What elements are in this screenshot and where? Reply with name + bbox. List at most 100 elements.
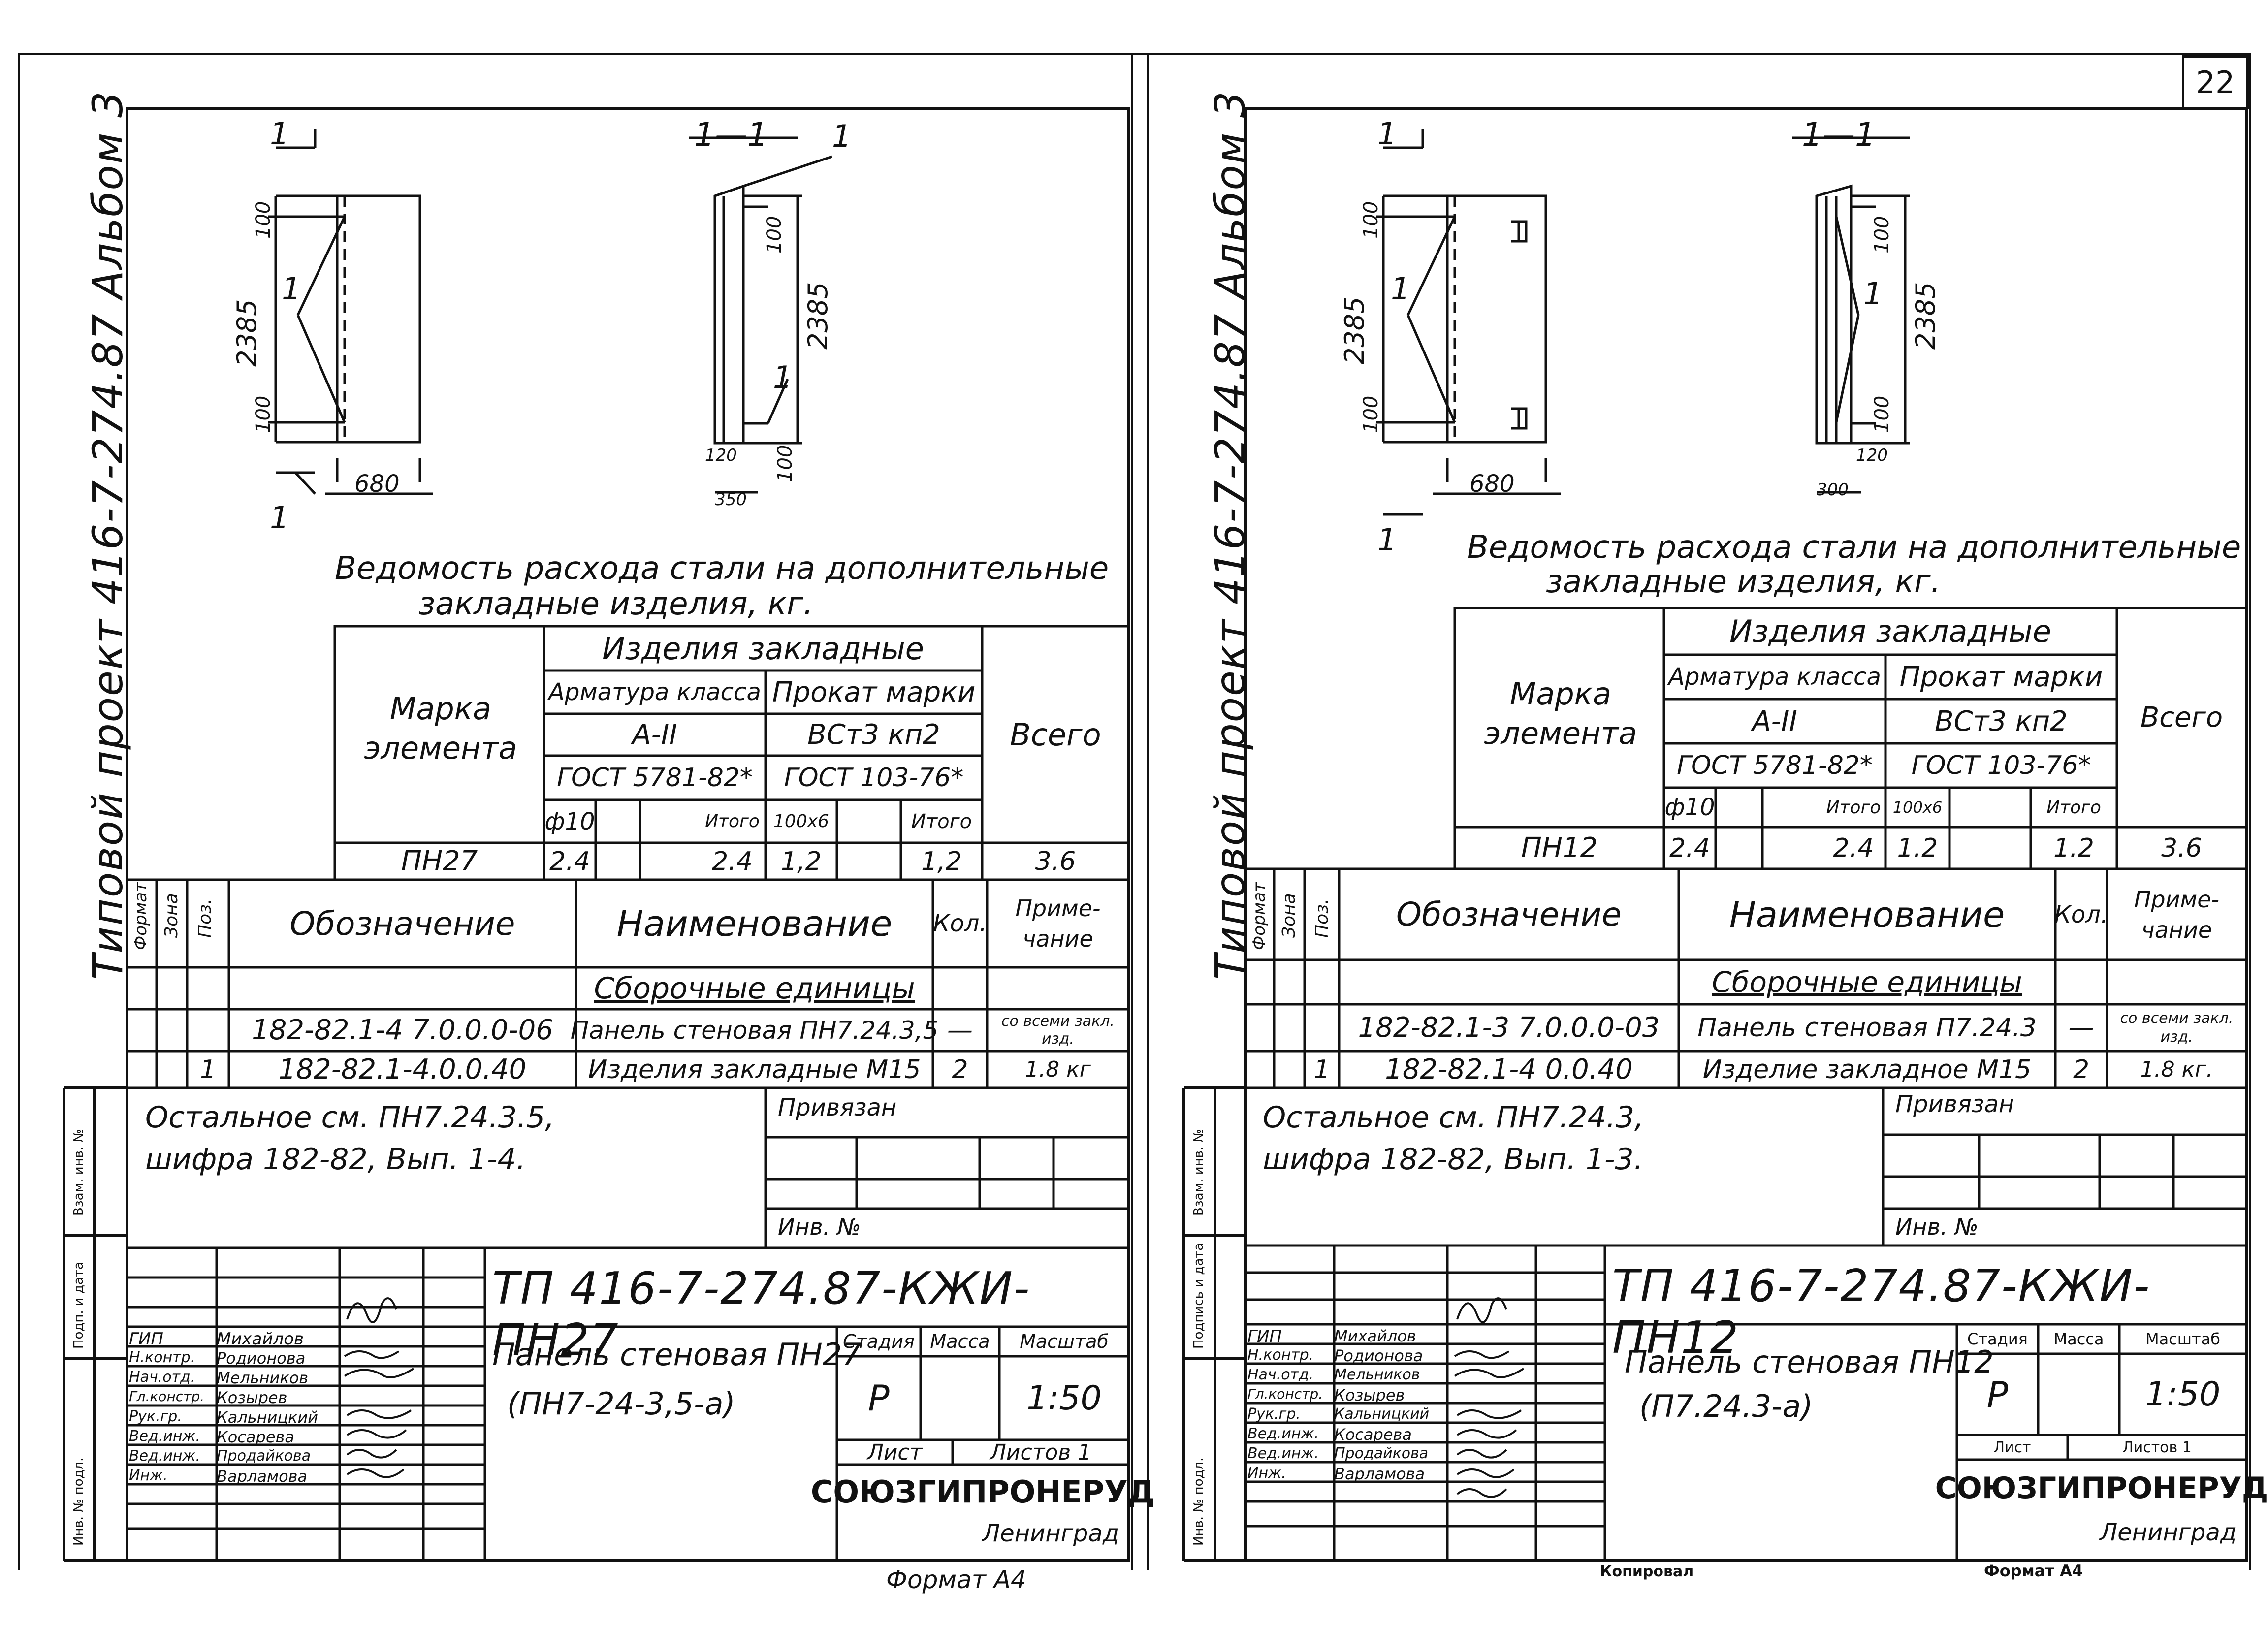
role-name: Продайкова xyxy=(1334,1445,1429,1462)
spec-section-title: Сборочные единицы xyxy=(1712,965,2022,999)
remark-line-1: Остальное см. ПН7.24.3, xyxy=(1263,1100,1644,1135)
steel-group-header: Изделия закладные xyxy=(1729,613,2051,649)
sheet-left: Типовой проект 416-7-274.87 Альбом 3 xyxy=(63,91,1155,1594)
spec-row-1-qty: — xyxy=(2068,1013,2094,1043)
role-name: Варламова xyxy=(217,1467,308,1486)
title-block-stage-header: Стадия xyxy=(1967,1330,2028,1348)
steel-rebar-class: A-II xyxy=(632,719,677,751)
spec-h-designation: Обозначение xyxy=(1396,895,1622,933)
section-dim-small: 120 xyxy=(1856,446,1888,465)
steel-mark-header: Марка элемента xyxy=(1484,676,1637,751)
section-mark-top: 1 xyxy=(832,118,852,154)
steel-mark-header: Марка элемента xyxy=(364,691,517,766)
steel-sub-d10: ф10 xyxy=(1664,794,1715,821)
steel-row-d10: 2.4 xyxy=(549,846,590,876)
remark-line-2: шифра 182-82, Вып. 1-3. xyxy=(1263,1142,1643,1177)
steel-row-mark: ПН12 xyxy=(1521,832,1598,864)
steel-rolled-gost: ГОСТ 103-76* xyxy=(1911,751,2091,780)
steel-rolled-grade: ВСт3 кп2 xyxy=(807,719,940,751)
title-block-name-2: (ПН7-24-3,5-а) xyxy=(507,1386,735,1422)
role-row: Рук.гр.Кальницкий xyxy=(1247,1405,1602,1425)
page-top-edge xyxy=(18,53,2251,55)
role-name: Косарева xyxy=(217,1428,294,1446)
steel-rolled-grade: ВСт3 кп2 xyxy=(1935,705,2068,737)
steel-row-d10: 2.4 xyxy=(1669,833,1710,863)
title-block-sheets-header: Листов 1 xyxy=(990,1439,1092,1465)
sheet-right: Типовой проект 416-7-274.87 Альбом 3 xyxy=(1142,0,2268,1628)
title-block-city: Ленинград xyxy=(982,1520,1119,1547)
spec-table-grid xyxy=(127,878,1129,1089)
role-name: Косарева xyxy=(1334,1425,1412,1444)
role-name: Козырев xyxy=(217,1388,287,1407)
attached-label: Привязан xyxy=(1895,1090,2014,1118)
role-row: Гл.констр.Козырев xyxy=(1247,1386,1602,1405)
signatures xyxy=(1454,1297,1525,1498)
spec-table-grid xyxy=(1246,867,2246,1089)
title-block-name-1: Панель стеновая ПН12 xyxy=(1625,1344,1994,1380)
frame-lines xyxy=(63,107,1130,1562)
role-label: Вед.инж. xyxy=(129,1447,200,1465)
role-name: Мельников xyxy=(217,1369,309,1387)
spec-h-note: Приме-чание xyxy=(1015,895,1101,952)
page-divider-right xyxy=(1147,54,1149,1570)
role-row: Инж. Варламова xyxy=(1247,1465,1602,1484)
signatures xyxy=(344,1297,415,1478)
plan-dim-width: 680 xyxy=(354,470,400,498)
title-block-sheets-header: Листов 1 xyxy=(2122,1438,2192,1456)
steel-total-header: Всего xyxy=(1010,716,1101,753)
steel-row-total2: 1.2 xyxy=(2053,833,2094,863)
spec-row-2-qty: 2 xyxy=(2073,1054,2090,1085)
steel-rolled-gost: ГОСТ 103-76* xyxy=(784,763,964,793)
plan-dim-width: 680 xyxy=(1469,470,1515,498)
panel-plan-drawing xyxy=(1376,129,1561,516)
panel-section-drawing xyxy=(1792,136,1910,494)
spec-row-1-note: со всеми закл. изд. xyxy=(2120,1009,2234,1046)
title-block-scale: 1:50 xyxy=(1026,1378,1102,1418)
spec-row-2-qty: 2 xyxy=(952,1054,968,1085)
role-label: Рук.гр. xyxy=(129,1408,182,1425)
spec-row-2-designation: 182-82.1-4 0.0.40 xyxy=(1385,1053,1633,1085)
role-row: Вед.инж.Продайкова xyxy=(129,1447,483,1467)
steel-row-100x6: 1.2 xyxy=(1897,833,1938,863)
role-name: Михайлов xyxy=(217,1329,304,1349)
plan-section-mark-bottom: 1 xyxy=(1377,522,1397,558)
page-divider-left xyxy=(1131,54,1133,1570)
role-name: Варламова xyxy=(1334,1465,1425,1483)
title-block-org: СОЮЗГИПРОНЕРУД xyxy=(1935,1470,2268,1505)
steel-total-header: Всего xyxy=(2140,702,2223,734)
role-name: Родионова xyxy=(217,1349,306,1368)
role-row: Вед.инж. Косарева xyxy=(129,1428,483,1447)
role-label: Инж. xyxy=(1247,1465,1286,1482)
role-label: Нач.отд. xyxy=(129,1369,195,1386)
steel-table-title-1: Ведомость расхода стали на дополнительны… xyxy=(1467,529,2241,566)
role-row: Н.контр. Родионова xyxy=(129,1349,483,1369)
plan-leader-label: 1 xyxy=(282,271,301,307)
steel-sub-total1: Итого xyxy=(705,811,760,831)
plan-section-mark-top: 1 xyxy=(1377,116,1397,152)
role-label: Н.контр. xyxy=(129,1349,195,1366)
page-right-edge xyxy=(2249,54,2251,1570)
section-dim-width: 350 xyxy=(715,490,747,510)
spec-h-designation: Обозначение xyxy=(289,904,515,943)
spec-row-2-name: Изделие закладное М15 xyxy=(1702,1054,2032,1085)
spec-row-1-name: Панель стеновая П7.24.3 xyxy=(1697,1013,2037,1043)
spec-row-2-note: 1.8 кг xyxy=(1025,1057,1091,1082)
role-label: Вед.инж. xyxy=(129,1428,200,1445)
title-block-stage: Р xyxy=(1986,1373,2009,1415)
role-label: Рук.гр. xyxy=(1247,1405,1301,1423)
remark-line-1: Остальное см. ПН7.24.3.5, xyxy=(145,1100,555,1135)
steel-rolled-header: Прокат марки xyxy=(1899,661,2103,693)
section-title: 1—1 xyxy=(694,116,768,154)
steel-rebar-header: Арматура класса xyxy=(548,678,761,706)
steel-sub-d10: ф10 xyxy=(544,807,595,835)
spec-row-2-pos: 1 xyxy=(1313,1054,1330,1085)
section-leader-label: 1 xyxy=(1863,276,1883,312)
steel-row-100x6: 1,2 xyxy=(781,846,822,876)
role-row: Н.контр.Родионова xyxy=(1247,1346,1602,1366)
title-block-grid xyxy=(127,1246,1129,1561)
steel-rebar-header: Арматура класса xyxy=(1668,663,1881,691)
role-label: Вед.инж. xyxy=(1247,1425,1319,1442)
spec-row-2-designation: 182-82.1-4.0.0.40 xyxy=(278,1053,527,1085)
spec-row-1-designation: 182-82.1-3 7.0.0.0-03 xyxy=(1358,1012,1660,1044)
